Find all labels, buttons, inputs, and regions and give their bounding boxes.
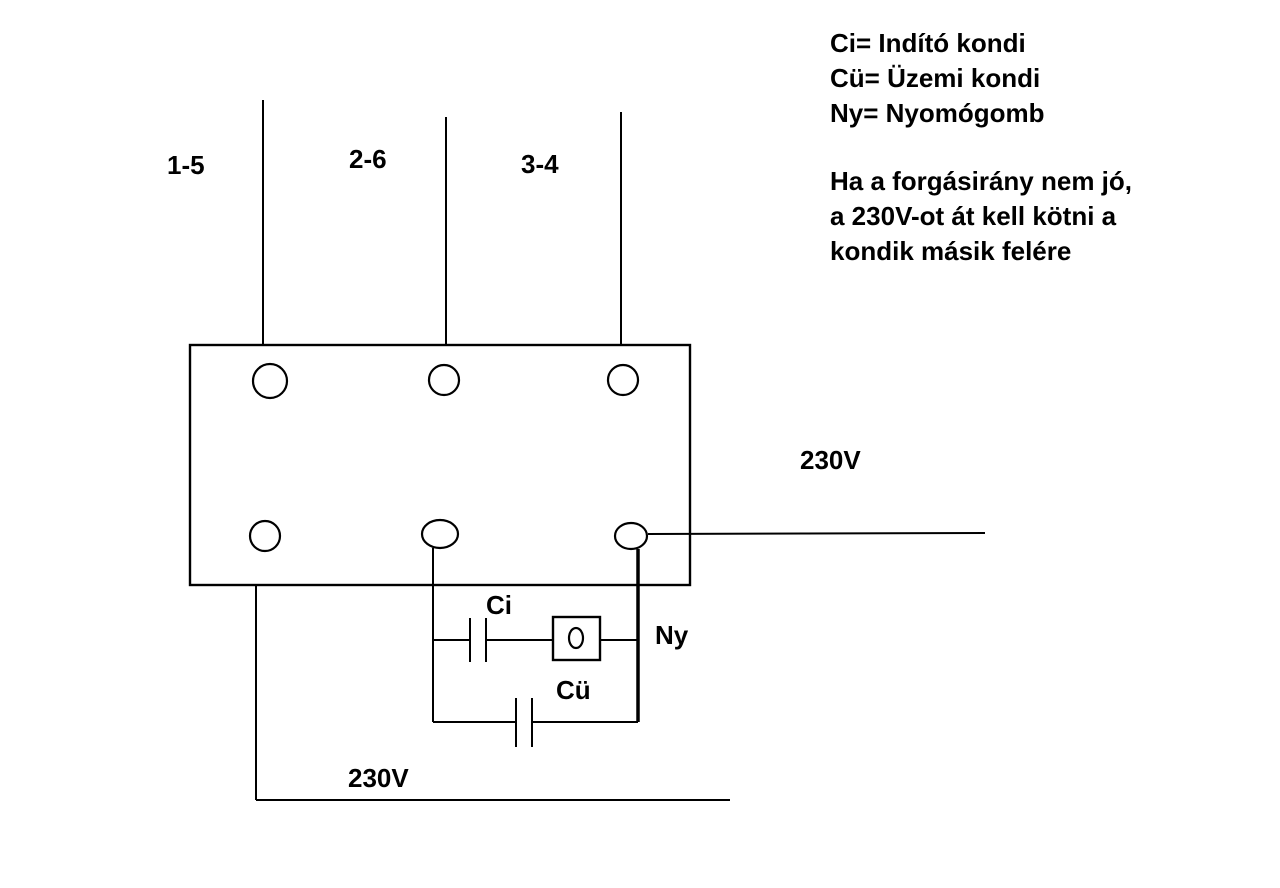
terminal-top-2 — [427, 363, 461, 397]
voltage-bottom-label: 230V — [348, 763, 409, 793]
voltage-right-wire — [647, 532, 986, 535]
terminal-pair-label-1: 1-5 — [167, 150, 205, 180]
terminal-top-1 — [251, 362, 289, 400]
run-capacitor-branch — [433, 698, 638, 747]
push-button-contact — [567, 626, 585, 650]
start-capacitor-label: Ci — [486, 590, 512, 620]
legend-line-3: Ny= Nyomógomb — [830, 98, 1045, 128]
terminal-bottom-2 — [420, 518, 460, 550]
note-line-1: Ha a forgásirány nem jó, — [830, 166, 1132, 196]
voltage-bottom-wire — [255, 585, 730, 801]
legend: Ci= Indító kondi Cü= Üzemi kondi Ny= Nyo… — [830, 28, 1045, 128]
rotation-note: Ha a forgásirány nem jó, a 230V-ot át ke… — [830, 166, 1132, 266]
start-capacitor-branch — [433, 615, 638, 662]
terminal-row-bottom — [248, 518, 649, 553]
terminal-pair-label-3: 3-4 — [521, 149, 559, 179]
voltage-right-label: 230V — [800, 445, 861, 475]
note-line-3: kondik másik felére — [830, 236, 1071, 266]
legend-line-1: Ci= Indító kondi — [830, 28, 1026, 58]
motor-lead-lines — [262, 100, 622, 346]
run-capacitor-label: Cü — [556, 675, 591, 705]
note-line-2: a 230V-ot át kell kötni a — [830, 201, 1117, 231]
terminal-bottom-3 — [613, 521, 649, 551]
push-button-label: Ny — [655, 620, 689, 650]
terminal-top-3 — [606, 363, 640, 397]
legend-line-2: Cü= Üzemi kondi — [830, 63, 1040, 93]
terminal-bottom-1 — [248, 519, 282, 553]
terminal-pair-label-2: 2-6 — [349, 144, 387, 174]
terminal-row-top — [251, 362, 640, 400]
